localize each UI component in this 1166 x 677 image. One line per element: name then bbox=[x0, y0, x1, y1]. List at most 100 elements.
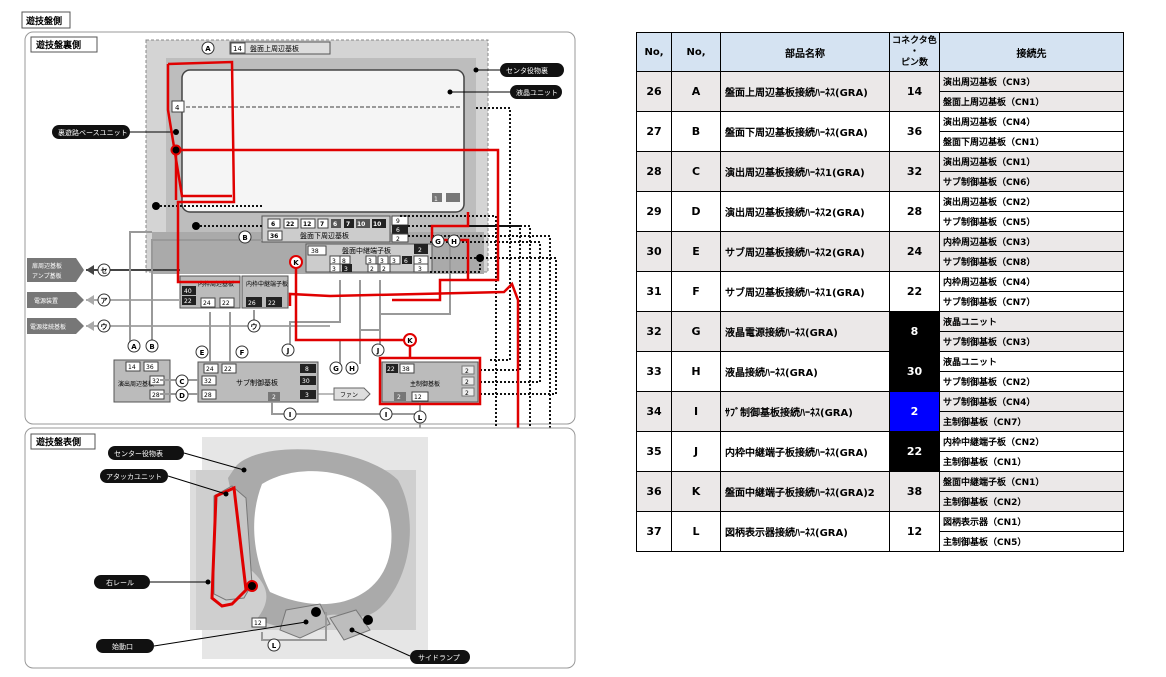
svg-text:26: 26 bbox=[248, 300, 256, 307]
svg-text:22: 22 bbox=[387, 366, 395, 373]
row-part-name: 演出周辺基板接続ﾊｰﾈｽ1(GRA) bbox=[720, 151, 890, 192]
row-number: 33 bbox=[636, 351, 672, 392]
callout-base-unit bbox=[52, 125, 130, 139]
svg-text:28: 28 bbox=[152, 392, 160, 399]
front-panel-title: 遊技盤表側 bbox=[36, 436, 81, 448]
svg-text:38: 38 bbox=[402, 366, 410, 373]
svg-text:3: 3 bbox=[368, 258, 372, 265]
header-destination: 接続先 bbox=[939, 32, 1124, 72]
svg-text:30: 30 bbox=[302, 378, 310, 385]
svg-text:2: 2 bbox=[272, 394, 276, 401]
svg-text:L: L bbox=[272, 642, 277, 650]
svg-text:2: 2 bbox=[370, 266, 374, 273]
svg-text:K: K bbox=[293, 259, 299, 267]
row-part-name: 内枠中継端子板接続ﾊｰﾈｽ(GRA) bbox=[720, 431, 890, 472]
svg-text:E: E bbox=[200, 349, 205, 357]
svg-text:サイドランプ: サイドランプ bbox=[418, 654, 460, 662]
svg-text:22: 22 bbox=[286, 221, 294, 228]
row-part-name: サブ周辺基板接続ﾊｰﾈｽ1(GRA) bbox=[720, 271, 890, 312]
svg-text:G: G bbox=[435, 238, 441, 246]
svg-text:6: 6 bbox=[396, 227, 400, 234]
row-connector-pins: 30 bbox=[889, 351, 940, 392]
row-destination-2: サブ制御基板（CN5） bbox=[939, 211, 1124, 232]
svg-text:6: 6 bbox=[404, 258, 408, 265]
svg-text:8: 8 bbox=[342, 258, 346, 265]
row-destination-1: 内枠周辺基板（CN3） bbox=[939, 231, 1124, 252]
svg-text:盤面上周辺基板: 盤面上周辺基板 bbox=[250, 44, 299, 53]
callout-side-lamp bbox=[410, 650, 470, 664]
row-letter: I bbox=[671, 391, 721, 432]
row-letter: E bbox=[671, 231, 721, 272]
row-destination-2: 主制御基板（CN1） bbox=[939, 451, 1124, 472]
callout-attacker bbox=[100, 469, 168, 483]
svg-text:H: H bbox=[349, 365, 355, 373]
svg-text:2: 2 bbox=[418, 247, 422, 254]
svg-text:3: 3 bbox=[332, 258, 336, 265]
row-letter: H bbox=[671, 351, 721, 392]
svg-text:36: 36 bbox=[270, 233, 278, 240]
wiring-diagram: 遊技盤側 遊技盤裏側 4 1 14 盤面上周辺基板 センタ役物裏 液晶ユニット … bbox=[21, 11, 576, 669]
svg-text:セ: セ bbox=[101, 267, 108, 275]
svg-text:22: 22 bbox=[224, 366, 232, 373]
row-connector-pins: 8 bbox=[889, 311, 940, 352]
row-destination-2: サブ制御基板（CN2） bbox=[939, 371, 1124, 392]
lcd-unit bbox=[181, 69, 465, 213]
page-title: 遊技盤側 bbox=[26, 15, 62, 27]
svg-text:アンプ基板: アンプ基板 bbox=[32, 272, 62, 280]
row-part-name: 盤面中継端子板接続ﾊｰﾈｽ(GRA)2 bbox=[720, 471, 890, 512]
svg-text:H: H bbox=[451, 238, 457, 246]
svg-text:2: 2 bbox=[465, 368, 469, 375]
row-destination-2: 盤面上周辺基板（CN1） bbox=[939, 91, 1124, 112]
svg-text:6: 6 bbox=[271, 221, 275, 228]
svg-text:3: 3 bbox=[305, 392, 309, 399]
row-destination-2: サブ制御基板（CN6） bbox=[939, 171, 1124, 192]
row-connector-pins: 22 bbox=[889, 271, 940, 312]
svg-text:G: G bbox=[333, 365, 339, 373]
svg-text:始動口: 始動口 bbox=[112, 642, 133, 651]
svg-text:F: F bbox=[240, 349, 245, 357]
row-number: 29 bbox=[636, 191, 672, 232]
row-number: 37 bbox=[636, 511, 672, 552]
row-destination-2: 主制御基板（CN7） bbox=[939, 411, 1124, 432]
table-row: サブ制御基板（CN8） bbox=[637, 251, 1124, 272]
row-destination-1: 演出周辺基板（CN3） bbox=[939, 71, 1124, 92]
svg-text:4: 4 bbox=[175, 104, 180, 112]
svg-text:ウ: ウ bbox=[101, 322, 108, 331]
header-connector: コネクタ色 ・ ピン数 bbox=[889, 32, 940, 72]
svg-text:14: 14 bbox=[233, 45, 242, 53]
svg-text:A: A bbox=[131, 343, 137, 351]
table-row: 盤面上周辺基板（CN1） bbox=[637, 91, 1124, 112]
row-part-name: 液晶接続ﾊｰﾈｽ(GRA) bbox=[720, 351, 890, 392]
callout-start-port bbox=[96, 639, 154, 653]
svg-text:B: B bbox=[242, 234, 247, 242]
row-connector-pins: 2 bbox=[889, 391, 940, 432]
row-number: 30 bbox=[636, 231, 672, 272]
row-connector-pins: 28 bbox=[889, 191, 940, 232]
row-number: 26 bbox=[636, 71, 672, 112]
svg-text:40: 40 bbox=[184, 288, 192, 295]
header-no: No, bbox=[636, 32, 672, 72]
svg-text:右レール: 右レール bbox=[106, 578, 134, 587]
row-destination-2: 盤面下周辺基板（CN1） bbox=[939, 131, 1124, 152]
svg-text:扉周辺基板: 扉周辺基板 bbox=[32, 262, 62, 270]
row-destination-2: サブ制御基板（CN3） bbox=[939, 331, 1124, 352]
svg-text:I: I bbox=[385, 411, 388, 419]
row-letter: D bbox=[671, 191, 721, 232]
row-number: 34 bbox=[636, 391, 672, 432]
row-destination-1: 演出周辺基板（CN4） bbox=[939, 111, 1124, 132]
svg-text:12: 12 bbox=[254, 620, 262, 627]
row-letter: A bbox=[671, 71, 721, 112]
row-number: 36 bbox=[636, 471, 672, 512]
svg-text:2: 2 bbox=[382, 266, 386, 273]
row-letter: J bbox=[671, 431, 721, 472]
svg-text:3: 3 bbox=[380, 258, 384, 265]
svg-text:10: 10 bbox=[373, 221, 381, 228]
